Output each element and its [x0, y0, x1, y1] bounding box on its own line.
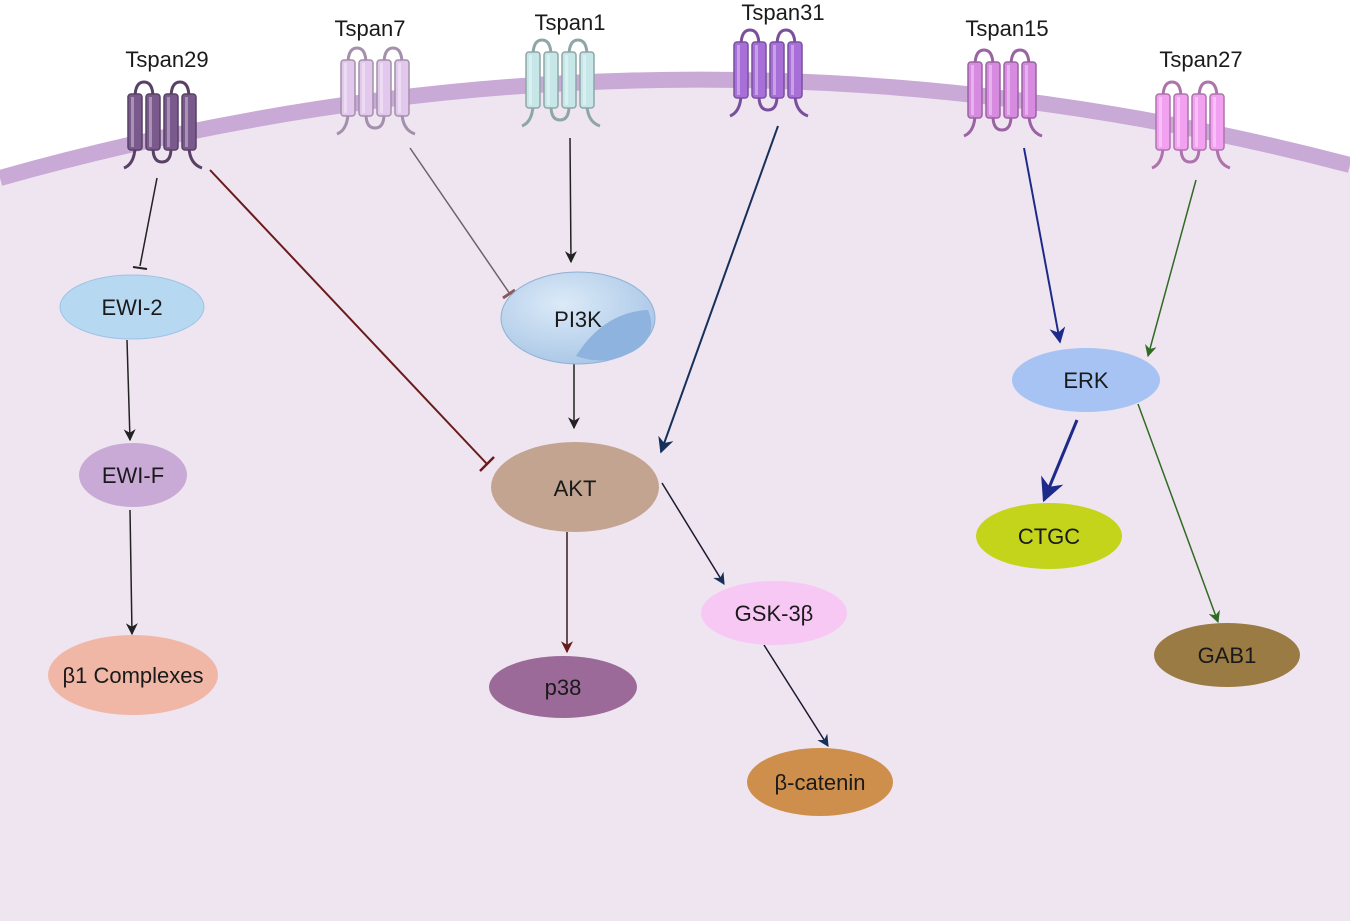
edge-tspan31-akt: [658, 125, 779, 454]
svg-text:p38: p38: [545, 675, 582, 700]
node-ewi2: EWI-2: [59, 274, 205, 340]
node-gsk3b: GSK-3β: [701, 581, 847, 645]
label-tspan15: Tspan15: [965, 16, 1048, 41]
node-p38: p38: [489, 656, 637, 718]
receptor-tspan15: [963, 48, 1043, 138]
receptor-tspan31: [729, 28, 809, 118]
svg-text:EWI-F: EWI-F: [102, 463, 164, 488]
receptor-tspan7: [336, 46, 416, 136]
edge-ewif-b1: [125, 509, 138, 636]
edge-tspan27-erk: [1145, 179, 1197, 358]
edge-ewi2-ewif: [123, 339, 136, 442]
svg-text:GSK-3β: GSK-3β: [735, 601, 814, 626]
edge-tspan29-akt-bar: [479, 456, 495, 472]
edge-erk-gab1: [1137, 403, 1220, 624]
edge-tspan1-pi3k: [564, 137, 577, 264]
edge-tspan15-erk: [1023, 147, 1066, 344]
receptor-tspan1: [521, 38, 601, 128]
pi3k-shading: [576, 310, 652, 361]
svg-text:β1 Complexes: β1 Complexes: [62, 663, 203, 688]
svg-text:CTGC: CTGC: [1018, 524, 1080, 549]
label-tspan7: Tspan7: [335, 16, 406, 41]
label-tspan31: Tspan31: [741, 0, 824, 25]
node-erk: ERK: [1012, 348, 1160, 412]
edge-akt-gsk: [661, 482, 725, 586]
node-ewif: EWI-F: [79, 443, 187, 507]
svg-text:PI3K: PI3K: [554, 307, 602, 332]
svg-text:β-catenin: β-catenin: [775, 770, 866, 795]
svg-text:AKT: AKT: [554, 476, 597, 501]
label-tspan27: Tspan27: [1159, 47, 1242, 72]
node-b1-complexes: β1 Complexes: [48, 635, 218, 715]
node-akt: AKT: [491, 442, 659, 532]
node-gab1: GAB1: [1154, 623, 1300, 687]
edge-tspan7-pi3k-bar: [502, 288, 516, 300]
edge-tspan29-ewi2-bar: [132, 266, 148, 270]
svg-text:EWI-2: EWI-2: [101, 295, 162, 320]
node-ctgc: CTGC: [976, 503, 1122, 569]
edge-gsk-bcat: [763, 644, 829, 748]
svg-text:ERK: ERK: [1063, 368, 1109, 393]
edge-tspan29-akt: [209, 169, 488, 465]
cell-membrane: [0, 71, 1350, 186]
label-tspan1: Tspan1: [535, 10, 606, 35]
node-beta-catenin: β-catenin: [747, 748, 893, 816]
svg-text:GAB1: GAB1: [1198, 643, 1257, 668]
receptor-tspan29: [123, 80, 203, 170]
receptor-tspan27: [1151, 80, 1231, 170]
edge-erk-ctgc: [1041, 419, 1079, 503]
label-tspan29: Tspan29: [125, 47, 208, 72]
cytoplasm: [0, 79, 1350, 921]
node-pi3k: PI3K: [500, 271, 656, 365]
edge-tspan29-ewi2: [139, 177, 158, 267]
edge-tspan7-pi3k: [409, 147, 511, 295]
